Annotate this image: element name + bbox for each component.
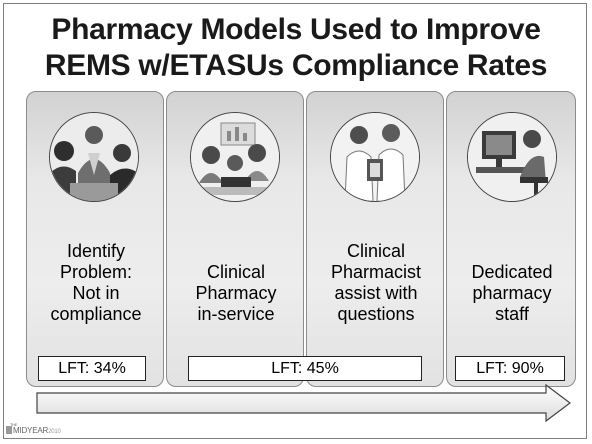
slide-title: Pharmacy Models Used to Improve REMS w/E… — [0, 12, 592, 84]
panel-1-text: Identify Problem: Not in compliance — [27, 241, 165, 325]
logo-name: MIDYEAR — [13, 426, 49, 435]
title-line-2: REMS w/ETASUs Compliance Rates — [44, 49, 548, 82]
panel-3-line: questions — [337, 304, 415, 324]
panel-2-line: Clinical — [206, 262, 266, 282]
panel-dedicated-pharmacy-staff: Dedicated pharmacy staff — [446, 91, 576, 387]
panel-4-text: Dedicated pharmacy staff — [447, 262, 577, 325]
right-arrow-icon — [36, 383, 571, 423]
panel-1-line: Not in — [72, 283, 120, 303]
panel-2-text: Clinical Pharmacy in-service — [167, 262, 305, 325]
lft-box-intervention: LFT: 45% — [188, 356, 422, 381]
panel-3-line: Pharmacist — [330, 262, 422, 282]
panel-2-line: in-service — [197, 304, 275, 324]
logo-year: 2010 — [48, 429, 61, 435]
panel-1-line: Problem: — [59, 262, 133, 282]
title-line-1: Pharmacy Models Used to Improve — [51, 13, 541, 46]
logo-the: THE — [10, 422, 18, 427]
panel-2-line: Pharmacy — [195, 283, 277, 303]
panel-3-line: Clinical — [346, 241, 406, 261]
panel-4-line: pharmacy — [472, 283, 552, 303]
panel-1-line: Identify — [66, 241, 126, 261]
panel-clinical-pharmacy-inservice: Clinical Pharmacy in-service — [166, 91, 304, 387]
training-session-icon — [190, 112, 280, 202]
panel-4-line: Dedicated — [471, 262, 553, 282]
logo-mark-icon — [6, 426, 12, 434]
slide-frame — [3, 3, 587, 439]
lft-box-baseline: LFT: 34% — [38, 356, 146, 381]
lft-box-dedicated: LFT: 90% — [455, 356, 565, 381]
panel-3-line: assist with — [334, 283, 418, 303]
desk-worker-icon — [467, 112, 557, 202]
panel-1-line: compliance — [50, 304, 142, 324]
panel-identify-problem: Identify Problem: Not in compliance — [26, 91, 164, 387]
panel-4-line: staff — [495, 304, 529, 324]
consultation-icon — [330, 112, 420, 202]
panel-clinical-pharmacist-assist: Clinical Pharmacist assist with question… — [306, 91, 444, 387]
meeting-group-icon — [49, 112, 139, 202]
panel-3-text: Clinical Pharmacist assist with question… — [307, 241, 445, 325]
